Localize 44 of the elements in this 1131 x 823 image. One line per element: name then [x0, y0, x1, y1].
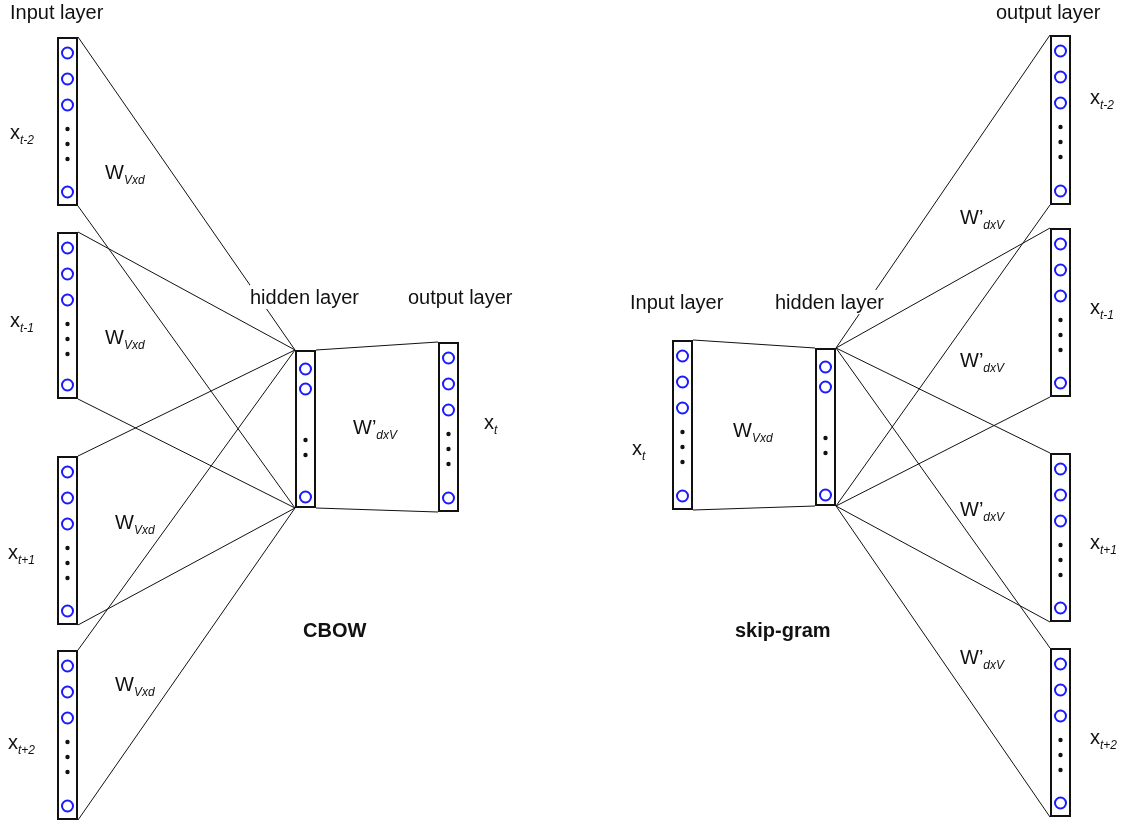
vector-label: x$_{t+2}$	[1090, 725, 1117, 753]
vector-label: x$_{t-1}$	[10, 308, 34, 336]
connection-line	[77, 507, 296, 821]
model-name: skip-gram	[735, 618, 831, 642]
model-name: CBOW	[303, 618, 367, 642]
vector-label: x$_{t-2}$	[10, 120, 34, 148]
vector-label: x$_{t+2}$	[8, 730, 35, 758]
layer-heading: hidden layer	[775, 290, 884, 314]
connection-line	[835, 505, 1051, 623]
weight-matrix-label: W’$_{dxV}$	[960, 497, 1004, 525]
weight-matrix-label: W$_{Vxd}$	[105, 325, 145, 353]
connection-line	[835, 204, 1051, 507]
connection-line	[835, 347, 1051, 454]
connection-line	[77, 507, 296, 626]
layer-heading: hidden layer	[250, 285, 359, 309]
weight-matrix-label: W’$_{dxV}$	[960, 645, 1004, 673]
connection-line	[77, 398, 296, 509]
connection-line	[77, 349, 296, 651]
vector-label: x$_{t}$	[484, 410, 498, 438]
weight-matrix-label: W$_{Vxd}$	[115, 510, 155, 538]
connection-line	[77, 231, 296, 351]
connection-line	[835, 34, 1051, 349]
vector-label: x$_{t-1}$	[1090, 295, 1114, 323]
connection-line	[835, 227, 1051, 349]
vector-label: x$_{t}$	[632, 436, 646, 464]
connection-line	[77, 349, 296, 457]
weight-matrix-label: W’$_{dxV}$	[960, 348, 1004, 376]
vector-label: x$_{t-2}$	[1090, 85, 1114, 113]
weight-matrix-label: W’$_{dxV}$	[960, 205, 1004, 233]
vector-label: x$_{t+1}$	[1090, 530, 1117, 558]
connection-line	[835, 347, 1051, 649]
weight-matrix-label: W$_{Vxd}$	[115, 672, 155, 700]
weight-matrix-label: W$_{Vxd}$	[733, 418, 773, 446]
weight-matrix-label: W’$_{dxV}$	[353, 415, 397, 443]
connection-line	[835, 505, 1051, 818]
vector-label: x$_{t+1}$	[8, 540, 35, 568]
connection-line	[315, 507, 439, 513]
connection-line	[77, 36, 296, 351]
connection-line	[77, 205, 296, 509]
connection-line	[692, 505, 816, 511]
weight-matrix-label: W$_{Vxd}$	[105, 160, 145, 188]
connection-line	[692, 339, 816, 349]
connection-line	[315, 341, 439, 351]
connection-line	[835, 396, 1051, 507]
